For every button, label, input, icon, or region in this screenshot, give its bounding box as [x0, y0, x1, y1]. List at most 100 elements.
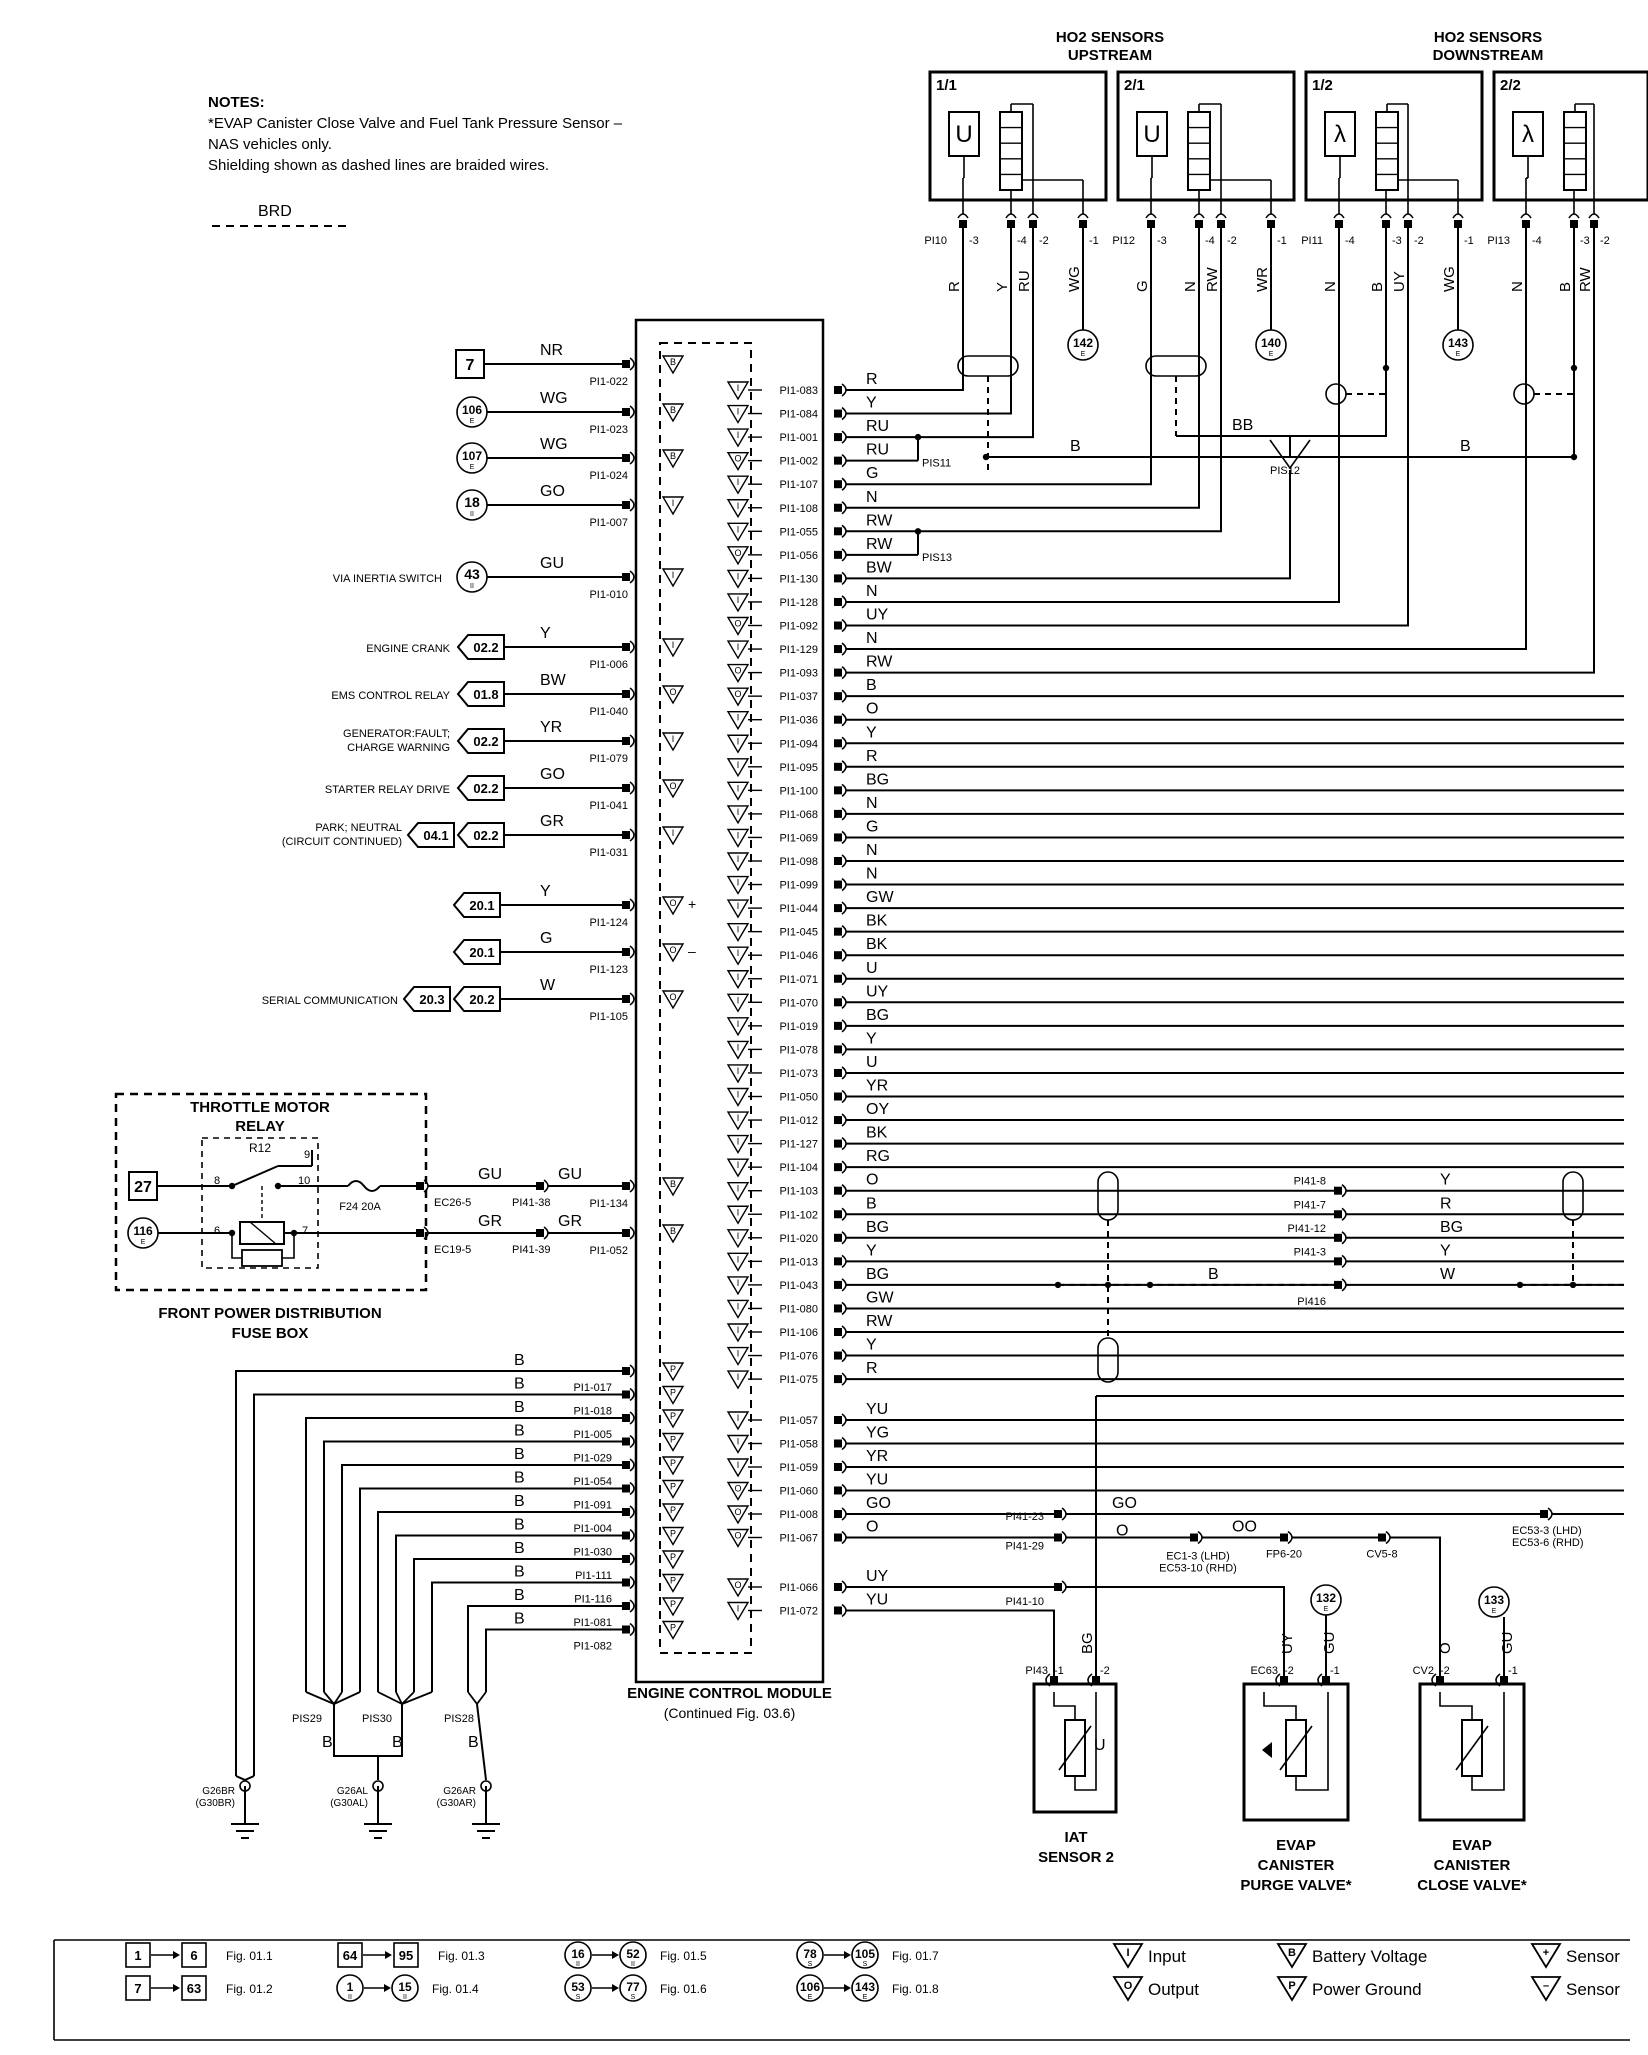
conn-ec1-3-label: EC1-3 (LHD) [1166, 1551, 1230, 1563]
splice-pis13-dot [914, 528, 922, 535]
splice-pis11-label: PIS11 [922, 458, 951, 470]
left-input-1-connector-hook [629, 357, 635, 371]
left-input-11-ref-number: 20.1 [469, 898, 494, 913]
right-pin-pi1-056-wire-color: RW [866, 536, 893, 553]
ground-pin-pi1-116-type [661, 1573, 685, 1593]
ground-splice-2-label: PIS30 [362, 1713, 392, 1725]
right-pin-pi1-059-wire-color: YR [866, 1448, 888, 1465]
right-pin-pi1-045-wire-color: BK [866, 913, 888, 930]
right-pin-pi1-076-wire-color: Y [866, 1337, 877, 1354]
right-pin-pi1-020-wire-color: BG [866, 1219, 889, 1236]
left-input-13-connector-hook [629, 992, 635, 1006]
right-pin-pi1-046-id: PI1-046 [779, 950, 818, 962]
splice-b-label-1: B [1070, 438, 1081, 455]
right-pin-pi1-104-connector [834, 1163, 842, 1172]
ground-pin-pi1-054-type [661, 1456, 685, 1476]
iat-sensor-2-element-diag [1058, 1725, 1092, 1771]
ground-terminal-3-label-2: (G30AR) [437, 1798, 476, 1809]
shield-capsule-2 [1097, 1337, 1119, 1383]
ho2-sensor-2-2-pin-num-2: -3 [1580, 235, 1590, 247]
right-pin-pi1-104-type [726, 1158, 750, 1178]
right-pin-pi1-043-wire-color: BG [866, 1266, 889, 1283]
left-input-9-pin-id: PI1-041 [589, 800, 628, 812]
right-pin-pi1-095-id: PI1-095 [779, 762, 818, 774]
right-pin-pi1-057-type [726, 1411, 750, 1431]
ho2-sensor-2-1-element-sym: U [1143, 121, 1160, 148]
right-pin-pi1-058-wire-color: YG [866, 1425, 889, 1442]
right-pin-pi1-076-connector-hook [841, 1348, 847, 1363]
right-pin-pi1-084-id: PI1-084 [779, 409, 818, 421]
close-name-1: EVAP [1452, 1837, 1492, 1854]
legend-symbol-4-letter: P [1288, 1980, 1295, 1992]
right-pin-pi1-045-connector [834, 927, 842, 936]
ground-pin-pi1-111-conn-hook [629, 1552, 635, 1566]
right-pin-pi1-100-type-letter: I [737, 783, 740, 793]
legend-symbol-2-triangle [1112, 1976, 1144, 2002]
right-pin-pi1-128-wire-color: N [866, 583, 878, 600]
legend-ref-6-to: 77 [626, 1980, 640, 1994]
left-input-5-ref-number: 43 [464, 566, 480, 582]
close-pin-2-hook [1431, 1673, 1437, 1687]
right-pin-pi1-067-wire-color: O [866, 1519, 878, 1536]
left-input-7-pin-id: PI1-040 [589, 706, 628, 718]
right-pin-pi1-128-id: PI1-128 [779, 597, 818, 609]
right-pin-pi1-071-type [726, 970, 750, 990]
legend-ref-2-to: 63 [187, 1981, 201, 1996]
right-pin-pi1-072-type-letter: I [737, 1604, 740, 1614]
right-pin-pi1-056-connector-hook [841, 548, 847, 562]
ground-splice-3-drop [476, 1703, 487, 1781]
legend-ref-7-to-sub: S [863, 1961, 868, 1968]
right-pin-pi1-067-type-letter: O [734, 1531, 741, 1541]
right-pin-pi1-099-id: PI1-099 [779, 880, 818, 892]
right-pin-pi1-057-connector [834, 1416, 842, 1424]
right-pin-pi1-071-wire-color: U [866, 960, 878, 977]
ho2-sensor-2-2-id: 2/2 [1500, 77, 1521, 94]
right-pin-pi1-070-id: PI1-070 [779, 997, 818, 1009]
right-pin-pi1-020-connector [834, 1233, 842, 1242]
left-input-3-pin-type-letter: B [670, 451, 676, 461]
iat-pin-2-hook [1087, 1673, 1093, 1687]
ho2-sensor-1-1-pin-hook-2 [1005, 213, 1017, 219]
ho2-sensor-2-1-conn: PI12 [1112, 235, 1135, 247]
right-pin-pi1-080-id: PI1-080 [779, 1303, 818, 1315]
right-pin-pi1-012-wire-color: OY [866, 1101, 889, 1118]
right-pin-pi1-019-type-letter: I [737, 1019, 740, 1029]
right-pin-pi1-060-connector-hook [841, 1483, 847, 1498]
right-pin-pi1-095-connector [834, 762, 842, 771]
ho2-sensor-1-1-pin-2 [1007, 220, 1015, 228]
ground-splice-2-vee [395, 1691, 403, 1705]
ground-pin-pi1-018-id: PI1-018 [573, 1406, 612, 1418]
legend-ref-6-arrowhead [612, 1984, 619, 1992]
right-pin-pi1-069-type-letter: I [737, 830, 740, 840]
purge-wire-1-color: UY [1279, 1633, 1296, 1654]
relay-row1-pin-id: PI1-134 [589, 1198, 628, 1210]
left-input-4-pin-type [661, 496, 685, 516]
close-ref-number: 133 [1484, 1593, 1504, 1607]
ho2-sensor-1-1-pin-num-3: -2 [1039, 235, 1049, 247]
ground-pin-pi1-005-id: PI1-005 [573, 1429, 612, 1441]
left-input-12-pin-id: PI1-123 [589, 964, 628, 976]
ground-pin-pi1-004-wire [377, 1511, 622, 1692]
right-pin-pi1-071-id: PI1-071 [779, 974, 818, 986]
ground-pin-pi1-091-type [661, 1479, 685, 1499]
close-name-2: CANISTER [1434, 1857, 1511, 1874]
right-pin-pi1-094-connector-hook [841, 736, 847, 750]
ground-splice-3-vee [476, 1691, 487, 1705]
relay-row2-conn-1 [416, 1229, 424, 1237]
legend-ref-2-fig: Fig. 01.2 [226, 1982, 273, 1996]
legend-ref-4-arrowhead [384, 1984, 391, 1992]
purge-pin-1-label: -1 [1330, 1665, 1340, 1677]
ground-pin-pi1-081-type-letter: P [670, 1599, 676, 1609]
legend-ref-6-from-ring [564, 1974, 592, 2002]
left-input-7-pin-type-letter: O [669, 687, 676, 697]
right-pin-pi1-068-wire-color: N [866, 795, 878, 812]
left-input-8-connector [622, 737, 630, 745]
conn-pi41-23-label: PI41-23 [1005, 1511, 1044, 1523]
ground-pin-pi1-017-wire-color: B [514, 1352, 525, 1369]
shield-b-label: B [1208, 1266, 1219, 1283]
ho2-sensor-1-1-ref-number: 142 [1073, 336, 1093, 350]
pi41-conn-2-wire-color: R [1440, 1195, 1452, 1212]
pi41-conn-2-label: PI41-7 [1294, 1199, 1326, 1211]
left-input-12-pin-type [661, 943, 685, 963]
right-pin-pi1-012-connector [834, 1116, 842, 1125]
